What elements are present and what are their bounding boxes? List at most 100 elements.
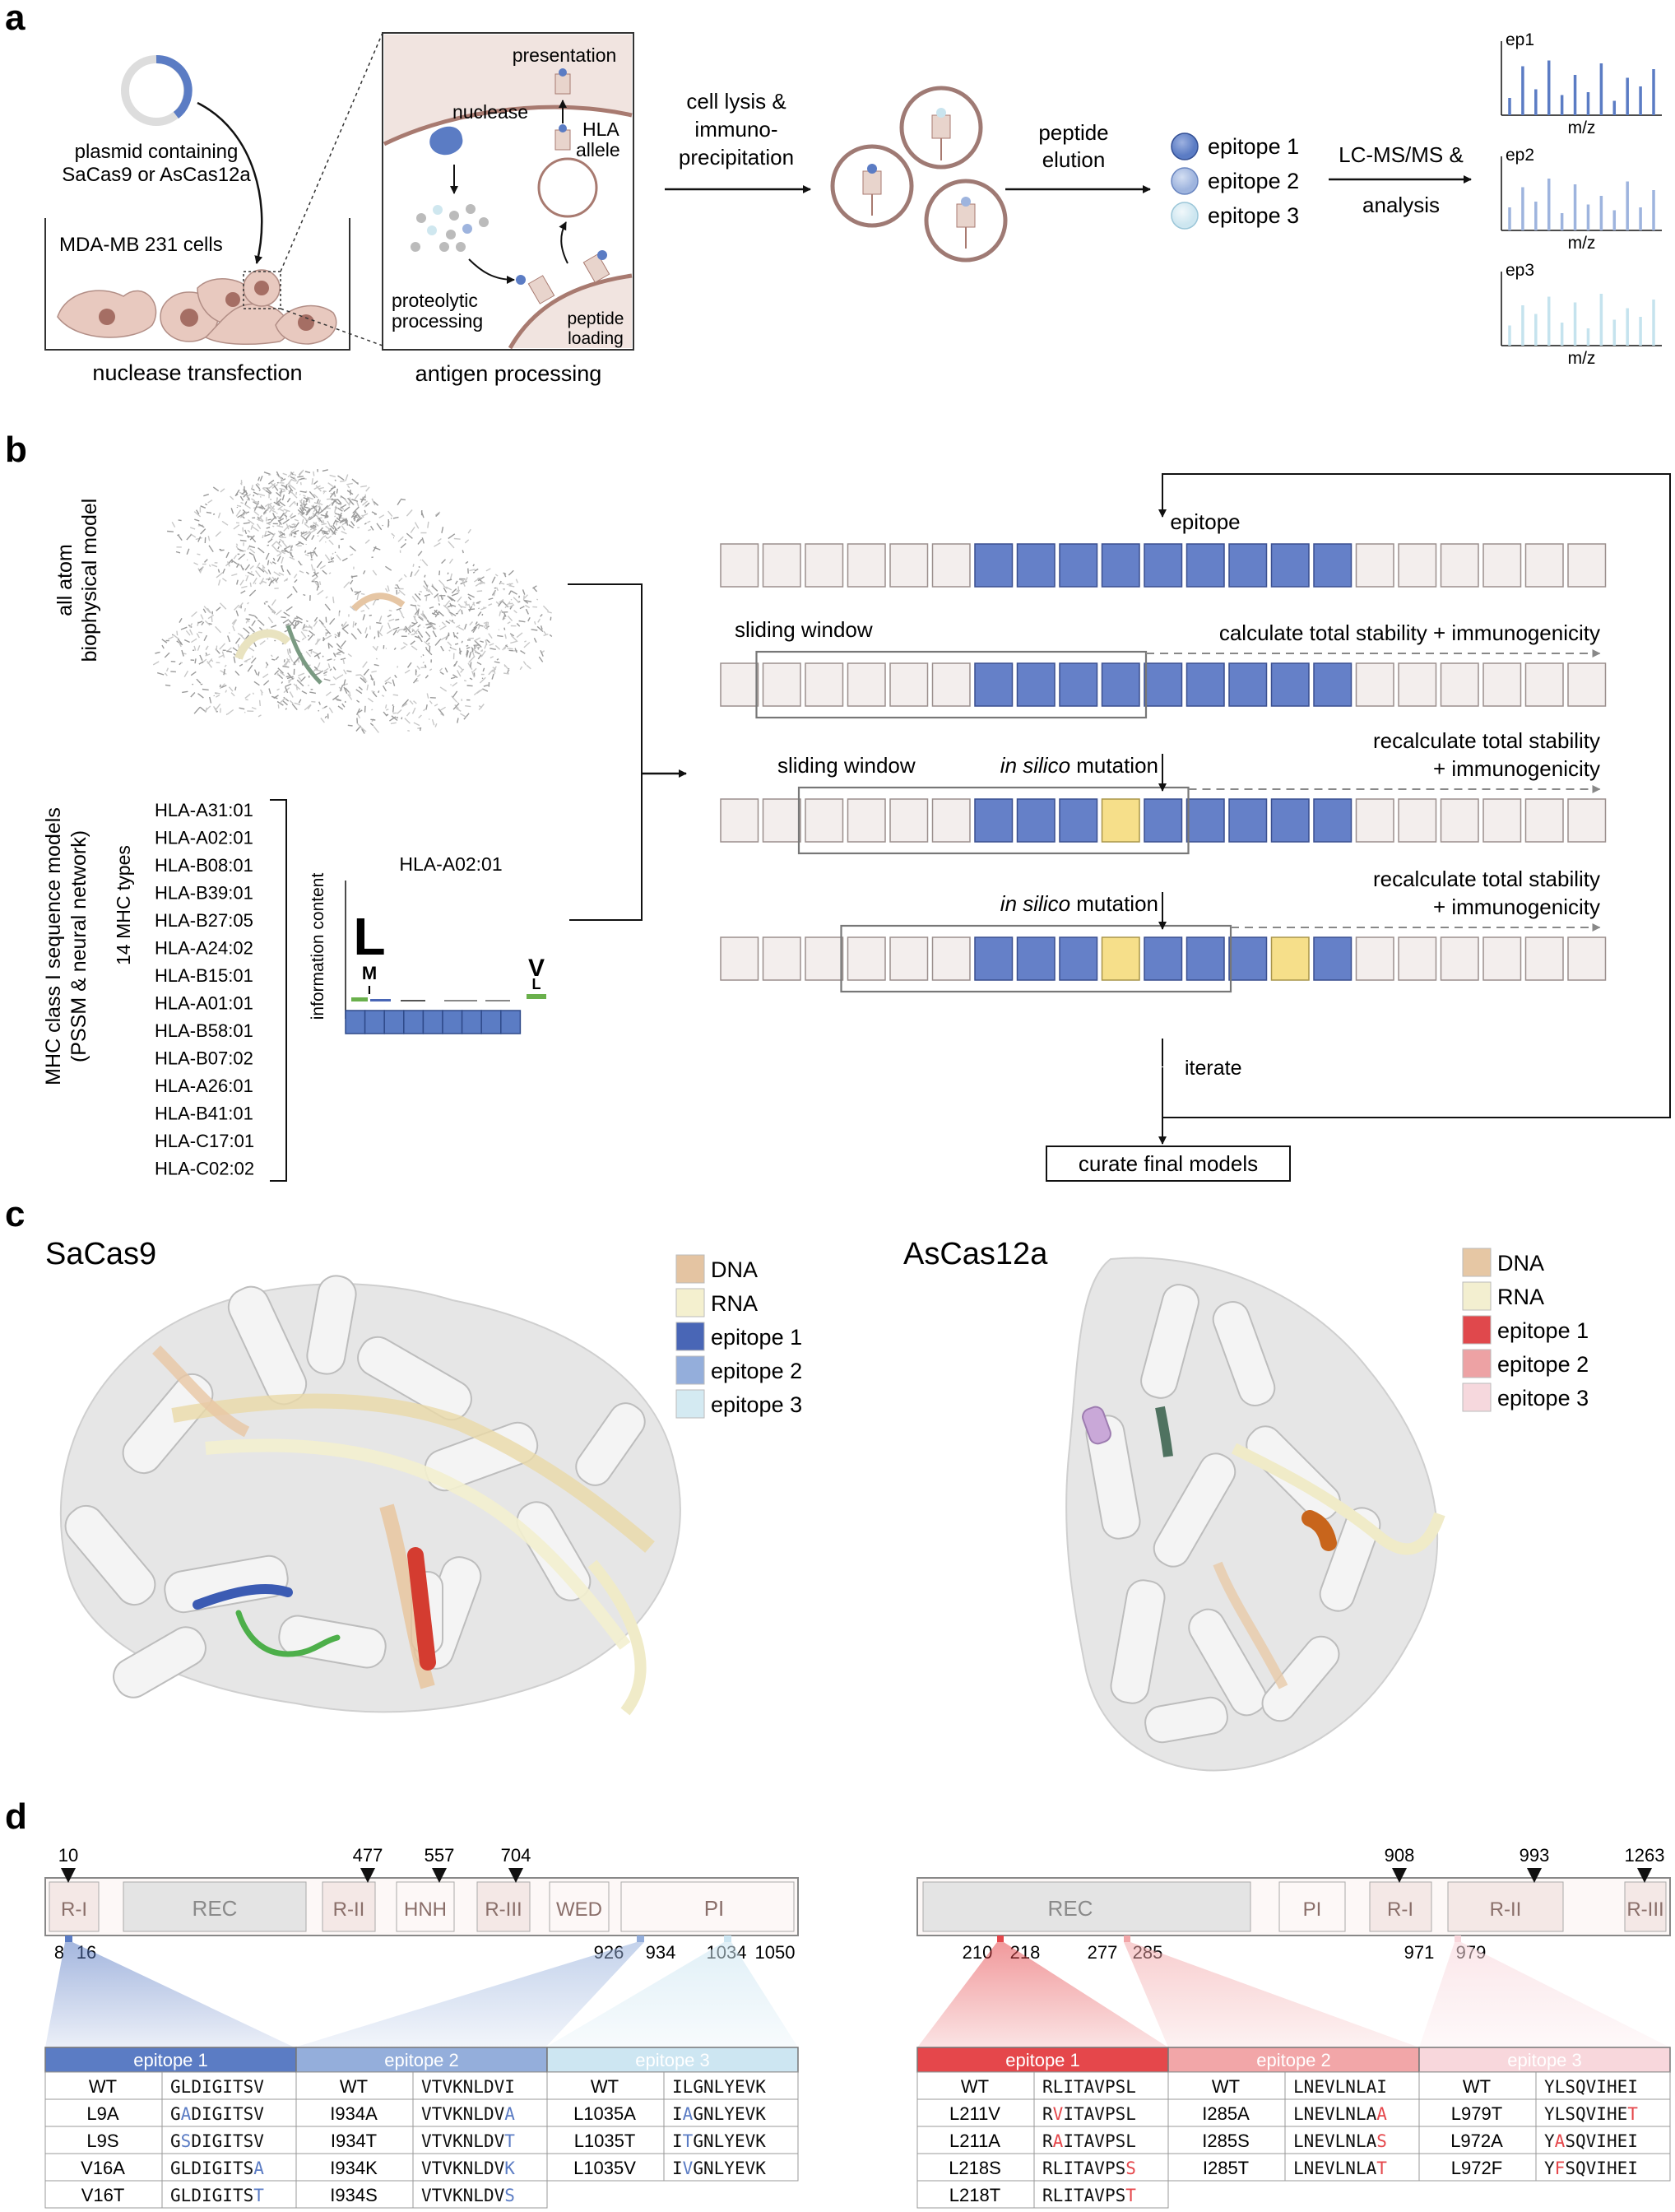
- mutation-label: in silico mutation: [1000, 891, 1158, 916]
- final-label: curate final models: [1079, 1151, 1258, 1176]
- peptide-sequence: LNEVLNLAI: [1293, 2077, 1387, 2097]
- residue-cell: [931, 662, 971, 707]
- residue-cell: [805, 543, 844, 588]
- domain-label: PI: [1303, 1898, 1322, 1921]
- peptide-sequence: GLDIGITST: [170, 2186, 264, 2205]
- residue-cell: [1440, 798, 1479, 843]
- position-number: 8: [54, 1942, 64, 1963]
- vesicle-icon: [537, 157, 598, 218]
- residue-cell: [1355, 936, 1394, 981]
- legend-swatch: [675, 1389, 705, 1419]
- residue-cell: [1567, 798, 1607, 843]
- mutation-name: I285S: [1202, 2131, 1250, 2151]
- residue-cell: [974, 798, 1014, 843]
- domain-label: R-III: [1626, 1898, 1663, 1921]
- peptide-sequence: YFSQVIHEI: [1544, 2159, 1638, 2178]
- mutation-name: WT: [89, 2076, 117, 2097]
- table-row: [1167, 2071, 1420, 2100]
- hla-label-1: HLA: [582, 118, 619, 140]
- residue-cell: [762, 936, 801, 981]
- sequence-logo-image: L M I V L: [351, 907, 546, 1001]
- table-row: [1418, 2126, 1671, 2154]
- logo-title: HLA-A02:01: [399, 853, 502, 875]
- svg-text:M: M: [362, 963, 377, 983]
- residue-cell: [1228, 798, 1268, 843]
- peptide-sequence: GLDIGITSA: [170, 2159, 264, 2178]
- sliding-window-box: [840, 924, 1232, 993]
- position-number: 993: [1520, 1845, 1550, 1866]
- residue-cell: [1567, 936, 1607, 981]
- legend-swatch: [1462, 1382, 1492, 1412]
- mutation-name: WT: [1463, 2076, 1491, 2097]
- residue-cell: [805, 936, 844, 981]
- step1-label-1: cell lysis &: [686, 89, 786, 114]
- residue-cell: [1355, 662, 1394, 707]
- residue-cell: [931, 798, 971, 843]
- peptide-sequence: VTVKNLDVI: [421, 2077, 515, 2097]
- hla-bracket: [270, 799, 287, 1182]
- residue-cell: [1524, 936, 1564, 981]
- residue-cell: [1144, 936, 1183, 981]
- logo-position-cell: [442, 1010, 463, 1034]
- step2-label-1: peptide: [1038, 120, 1108, 145]
- hla-type: HLA-B58:01: [155, 1020, 253, 1041]
- position-number: 971: [1404, 1942, 1435, 1963]
- peptide-sequence: LNEVLNLAA: [1293, 2104, 1387, 2124]
- legend-swatch: [1462, 1349, 1492, 1378]
- iteration-row: recalculate total stability+ immunogenic…: [720, 867, 1607, 993]
- residue-cell: [1016, 936, 1056, 981]
- iterate-label: iterate: [1185, 1057, 1241, 1080]
- spectrum-label: ep1: [1506, 30, 1534, 49]
- spectrum-label: ep3: [1506, 261, 1534, 280]
- logo-position-cell: [403, 1010, 425, 1034]
- peptide-sequence: VTVKNLDVA: [421, 2104, 515, 2124]
- table-row: [1418, 2153, 1671, 2182]
- peptide-sequence: LNEVLNLAS: [1293, 2131, 1387, 2151]
- final-box: [1046, 1146, 1291, 1182]
- legend-label: RNA: [711, 1291, 758, 1316]
- mutation-name: I934K: [330, 2158, 378, 2178]
- residue-cell: [889, 662, 929, 707]
- residue-cell: [1313, 798, 1353, 843]
- position-number: 10: [58, 1845, 78, 1866]
- table-row: [546, 2153, 799, 2182]
- panel-b: b all atom biophysical model MHC class I…: [5, 430, 1671, 1182]
- residue-cell: [847, 662, 886, 707]
- hla-type: HLA-A02:01: [155, 828, 253, 848]
- cells-label: MDA-MB 231 cells: [59, 234, 223, 256]
- legend-label: epitope 2: [711, 1359, 802, 1383]
- plasmid-insert-icon: [155, 54, 193, 118]
- domain-label: R-III: [485, 1898, 522, 1921]
- loading-label-1: peptide: [568, 309, 624, 328]
- proteolytic-label-2: processing: [392, 310, 483, 332]
- residue-cell: [889, 543, 929, 588]
- domain-label: REC: [193, 1896, 238, 1921]
- residue-cell: [805, 798, 844, 843]
- logo-position-cell: [345, 1010, 366, 1034]
- svg-text:L: L: [353, 907, 385, 966]
- ascas12a-domain-map: REC PI R-I R-II R-III 908 993 1263 210 2…: [916, 1845, 1671, 2047]
- table-row: [295, 2180, 548, 2209]
- residue-cell: [1059, 798, 1098, 843]
- residue-cell: [1567, 543, 1607, 588]
- legend-swatch: [675, 1355, 705, 1385]
- logo-position-cell: [422, 1010, 443, 1034]
- proteolytic-label-1: proteolytic: [392, 290, 478, 311]
- plasmid-label-2: SaCas9 or AsCas12a: [62, 164, 251, 186]
- position-number: 1050: [755, 1942, 796, 1963]
- residue-cell: [1313, 662, 1353, 707]
- domain-label: R-II: [333, 1898, 365, 1921]
- hla-type: HLA-C17:01: [155, 1131, 254, 1151]
- position-number: 1263: [1625, 1845, 1665, 1866]
- domain-label: REC: [1048, 1896, 1093, 1921]
- residue-cell: [762, 543, 801, 588]
- row-tag: recalculate total stability: [1373, 728, 1600, 753]
- table-row: [295, 2153, 548, 2182]
- svg-text:L: L: [532, 976, 541, 992]
- sacas9-domain-map: R-I REC R-II HNH R-III WED PI 10 477 557…: [44, 1845, 799, 2047]
- residue-cell: [1398, 662, 1437, 707]
- sliding-window-box: [755, 650, 1148, 719]
